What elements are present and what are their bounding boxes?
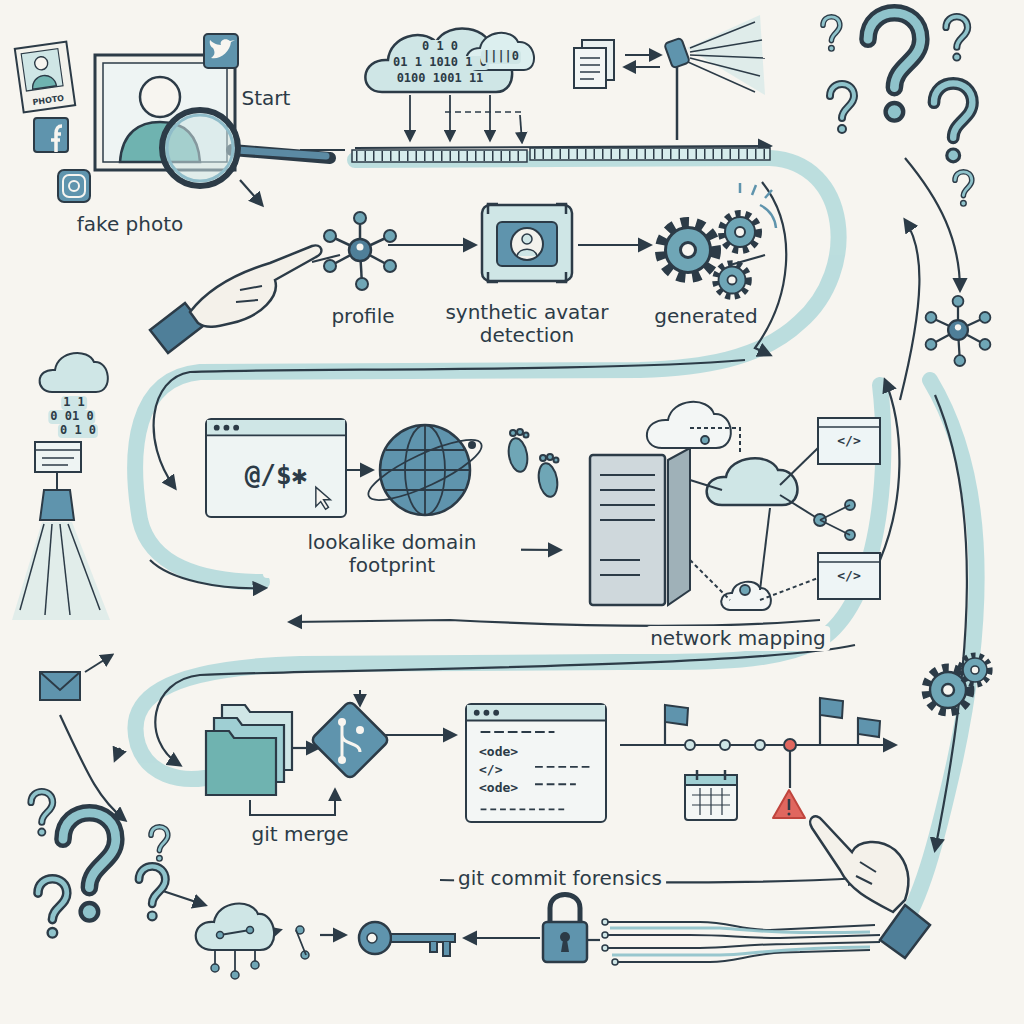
step-label: generated <box>650 304 761 329</box>
photo-card: PHOTO <box>14 41 77 114</box>
code-line: <ode> <box>479 743 518 761</box>
url-symbols: @/$✱ <box>245 461 308 490</box>
step-label: fake photo <box>73 212 188 237</box>
binary-digits: 0 1 0 <box>58 424 98 438</box>
code-window: <ode></><ode> <box>465 703 607 823</box>
binary-digits: ||||0 <box>481 50 521 64</box>
step-label: synthetic avatar detection <box>436 300 619 348</box>
step-label: network mapping <box>646 626 830 651</box>
browser-window: @/$✱ <box>205 418 347 518</box>
binary-digits: 0 1 0 <box>420 40 460 54</box>
code-tag: </> <box>835 569 862 584</box>
binary-digits: 01 1 1010 1 0 <box>391 56 489 70</box>
code-line: <ode> <box>479 779 518 797</box>
step-label: git commit forensics <box>454 866 666 891</box>
code-line: </> <box>479 761 502 779</box>
photo-tag: PHOTO <box>32 95 65 108</box>
step-label: git merge <box>247 822 352 847</box>
step-label: Start <box>238 86 295 111</box>
step-label: lookalike domain footprint <box>263 530 521 578</box>
step-label: profile <box>327 304 398 329</box>
binary-digits: 1 1 <box>61 396 87 410</box>
code-tag: </> <box>835 434 862 449</box>
binary-digits: 0100 1001 11 <box>395 72 486 86</box>
binary-digits: 0 01 0 <box>48 410 95 424</box>
